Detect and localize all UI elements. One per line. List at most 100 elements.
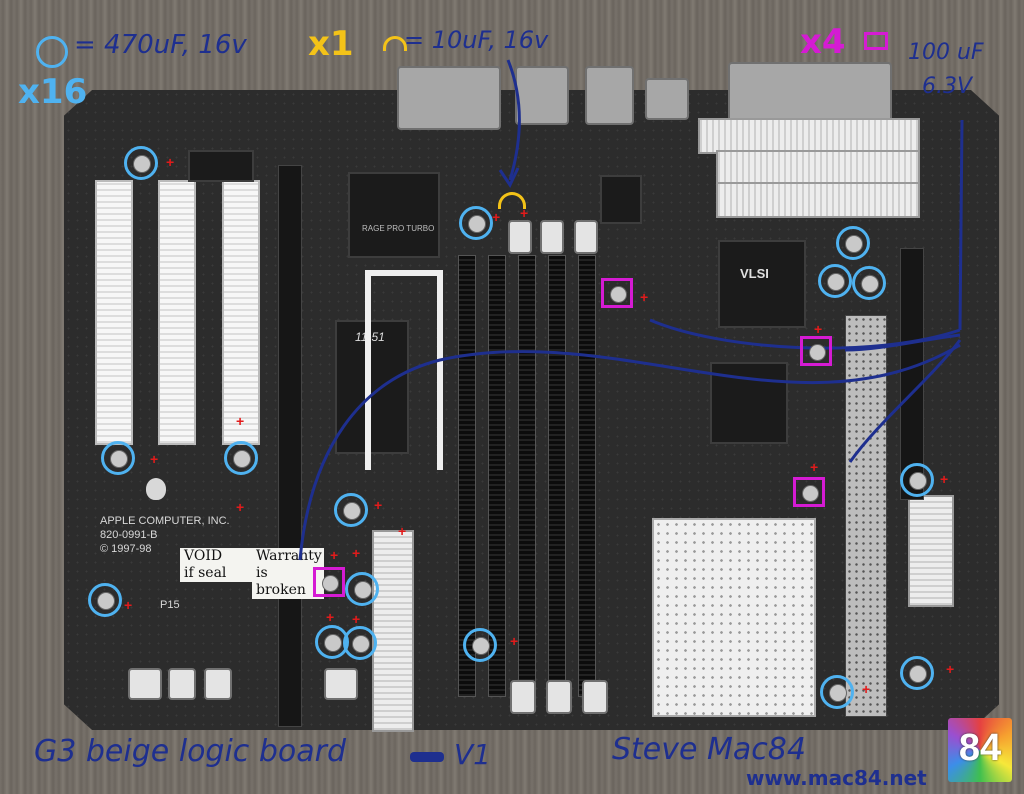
capacitor-circle-15 <box>820 675 854 709</box>
polarity-plus-15: + <box>326 609 335 625</box>
polarity-plus-18: + <box>862 681 871 697</box>
vram-chip: 11-51 <box>335 320 409 454</box>
mac84-logo-text: 84 <box>958 727 1002 769</box>
arrow-to-arc-cap <box>506 59 521 181</box>
website-text: www.mac84.net <box>746 766 927 790</box>
adb-port <box>645 78 689 120</box>
capacitor-square-3 <box>793 477 825 507</box>
arrow-to-square-4 <box>298 343 961 561</box>
polarity-plus-6: + <box>150 451 159 467</box>
arrowhead-arc <box>498 167 520 189</box>
sticker-if-seal: if seal <box>184 565 227 581</box>
ide-header-1 <box>698 118 920 154</box>
ati-chip: RAGE PRO TURBO <box>348 172 440 258</box>
personality-slot <box>278 165 302 727</box>
warranty-sticker-right: Warranty is broken <box>252 548 324 599</box>
title-handwriting: G3 beige logic board <box>34 734 346 769</box>
legend-arc-text: = 10uF, 16v <box>404 26 549 54</box>
polarity-plus-4: + <box>640 289 649 305</box>
polarity-plus-11: + <box>940 471 949 487</box>
capacitor-circle-4 <box>818 264 852 298</box>
capacitor-circle-11 <box>345 572 379 606</box>
capacitor-square-1 <box>601 278 633 308</box>
capacitor-circle-6 <box>101 441 135 475</box>
serial-port-left <box>397 66 501 130</box>
dimm-slot-5 <box>578 255 596 697</box>
arrow-to-square-2 <box>844 333 961 352</box>
sticker-warranty: Warranty <box>256 548 322 564</box>
legend-circle-text: = 470uF, 16v <box>74 30 247 60</box>
sticker-is-broken: is broken <box>256 565 306 598</box>
polarity-plus-5: + <box>814 321 823 337</box>
right-header-vertical <box>908 495 954 607</box>
board-copyright: © 1997-98 <box>100 543 152 555</box>
small-header-5 <box>510 680 536 714</box>
small-header-6 <box>546 680 572 714</box>
polarity-plus-14: + <box>352 545 361 561</box>
pci-slot-3 <box>222 180 260 445</box>
legend-square-value: 100 uF <box>908 40 984 65</box>
memory-bracket <box>365 270 443 470</box>
cache-slot <box>845 315 887 717</box>
capacitor-square-4 <box>313 567 345 597</box>
board-ref: P15 <box>160 599 180 611</box>
capacitor-circle-5 <box>852 266 886 300</box>
audio-port <box>515 66 569 125</box>
dimm-slot-1 <box>458 255 476 697</box>
ide-header-3 <box>716 182 920 218</box>
serial-port-right <box>728 62 892 128</box>
polarity-plus-13: + <box>330 547 339 563</box>
legend-square-count: x4 <box>800 22 846 62</box>
capacitor-circle-2 <box>459 206 493 240</box>
legend-arc-count: x1 <box>308 24 354 64</box>
capacitor-circle-9 <box>900 463 934 497</box>
small-header-9 <box>540 220 564 254</box>
polarity-plus-2: + <box>492 209 501 225</box>
legend-square-icon <box>864 32 888 50</box>
polarity-plus-17: + <box>510 633 519 649</box>
pci-slot-1 <box>95 180 133 445</box>
capacitor-circle-8 <box>334 493 368 527</box>
arrow-to-square-3 <box>848 339 962 463</box>
polarity-plus-20: + <box>398 523 407 539</box>
capacitor-circle-13 <box>343 626 377 660</box>
polarity-plus-7: + <box>236 413 245 429</box>
pci-slot-2 <box>158 180 196 445</box>
capacitor-circle-3 <box>836 226 870 260</box>
board-maker-text: APPLE COMPUTER, INC. <box>100 515 230 527</box>
vlsi-label: VLSI <box>740 266 769 281</box>
dimm-slot-4 <box>548 255 566 697</box>
mac84-logo: 84 <box>948 718 1012 782</box>
small-header-2 <box>168 668 196 700</box>
polarity-plus-16: + <box>352 611 361 627</box>
polarity-plus-12: + <box>124 597 133 613</box>
polarity-plus-10: + <box>810 459 819 475</box>
capacitor-circle-16 <box>900 656 934 690</box>
vlsi-chip: VLSI <box>718 240 806 328</box>
apple-logo-icon <box>146 478 166 500</box>
capacitor-circle-1 <box>124 146 158 180</box>
capacitor-arc-marker <box>498 192 526 209</box>
small-header-10 <box>574 220 598 254</box>
legend-circle-count: x16 <box>18 72 88 112</box>
warranty-sticker-left: VOID if seal <box>180 548 252 582</box>
capacitor-circle-7 <box>224 441 258 475</box>
ati-chip-label: RAGE PRO TURBO <box>362 224 435 233</box>
author-handwriting: Steve Mac84 <box>612 732 806 767</box>
capacitor-circle-10 <box>88 583 122 617</box>
legend-square-voltage: 6.3V <box>922 74 973 99</box>
polarity-plus-8: + <box>236 499 245 515</box>
version-handwriting: V1 <box>454 738 491 771</box>
legend-circle-icon <box>36 36 68 68</box>
small-header-1 <box>128 668 162 700</box>
dimm-slot-2 <box>488 255 506 697</box>
front-header-vertical <box>372 530 414 732</box>
small-chip-1 <box>188 150 254 182</box>
ide-header-2 <box>716 150 920 186</box>
polarity-plus-1: + <box>166 154 175 170</box>
legend-arc-icon <box>383 36 407 51</box>
polarity-plus-3: + <box>520 205 529 221</box>
title-scribble <box>410 752 444 762</box>
